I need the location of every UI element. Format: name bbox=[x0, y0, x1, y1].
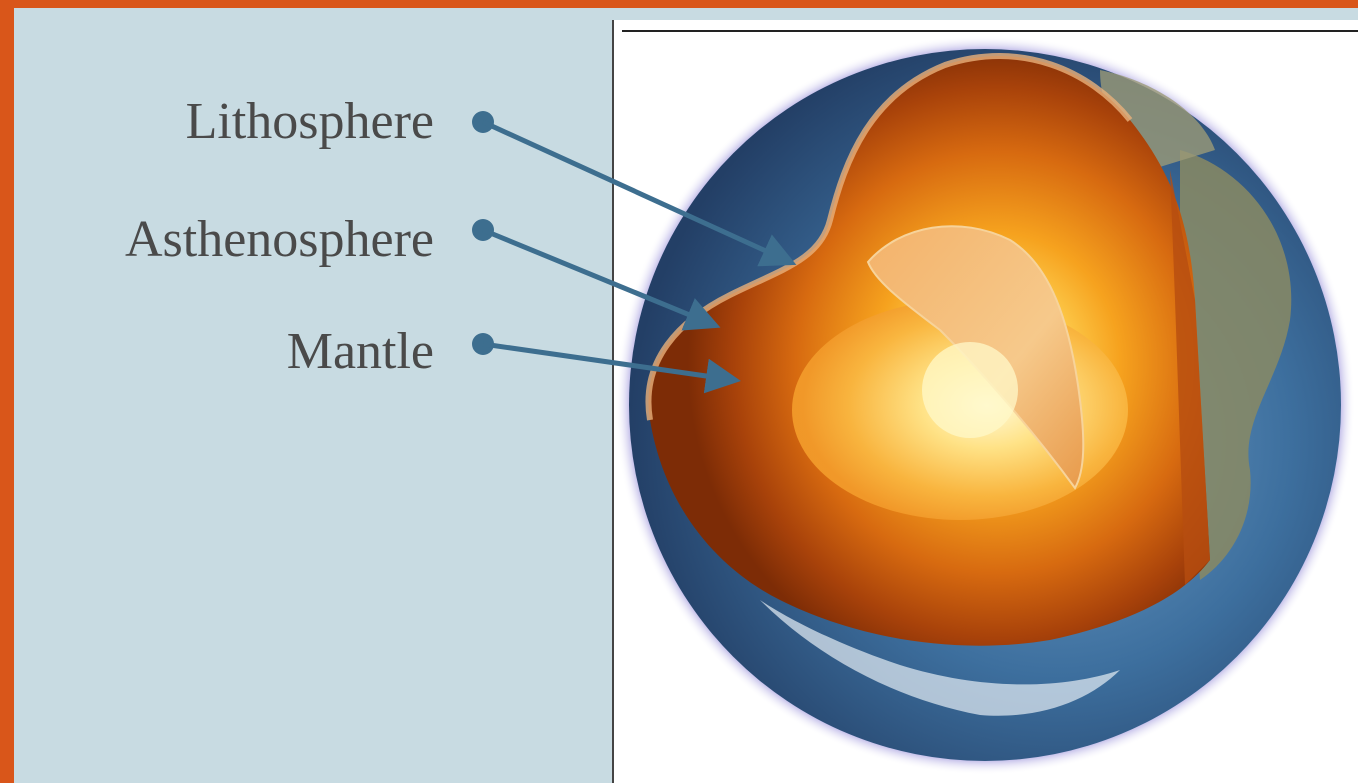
inner-core-glow bbox=[922, 342, 1018, 438]
